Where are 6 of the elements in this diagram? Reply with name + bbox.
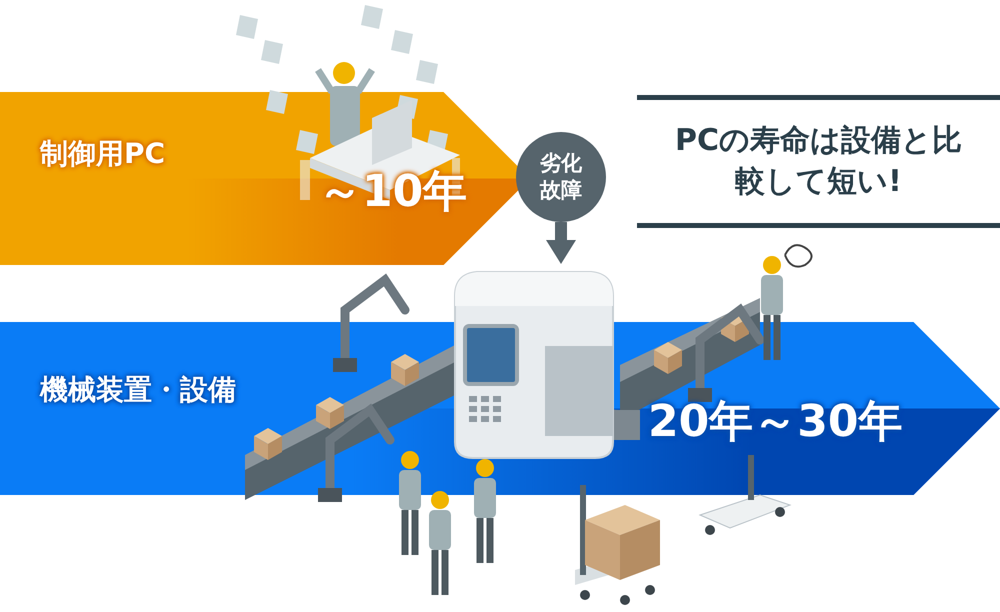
badge-circle: 劣化故障 — [516, 132, 606, 222]
arrow — [546, 222, 576, 264]
band-label: 機械装置・設備 — [40, 376, 236, 404]
title-panel: PCの寿命は設備と比較して短い! — [637, 95, 1000, 228]
band-label: 制御用PC — [40, 140, 166, 168]
duration-label: 20年～30年 — [648, 400, 902, 444]
